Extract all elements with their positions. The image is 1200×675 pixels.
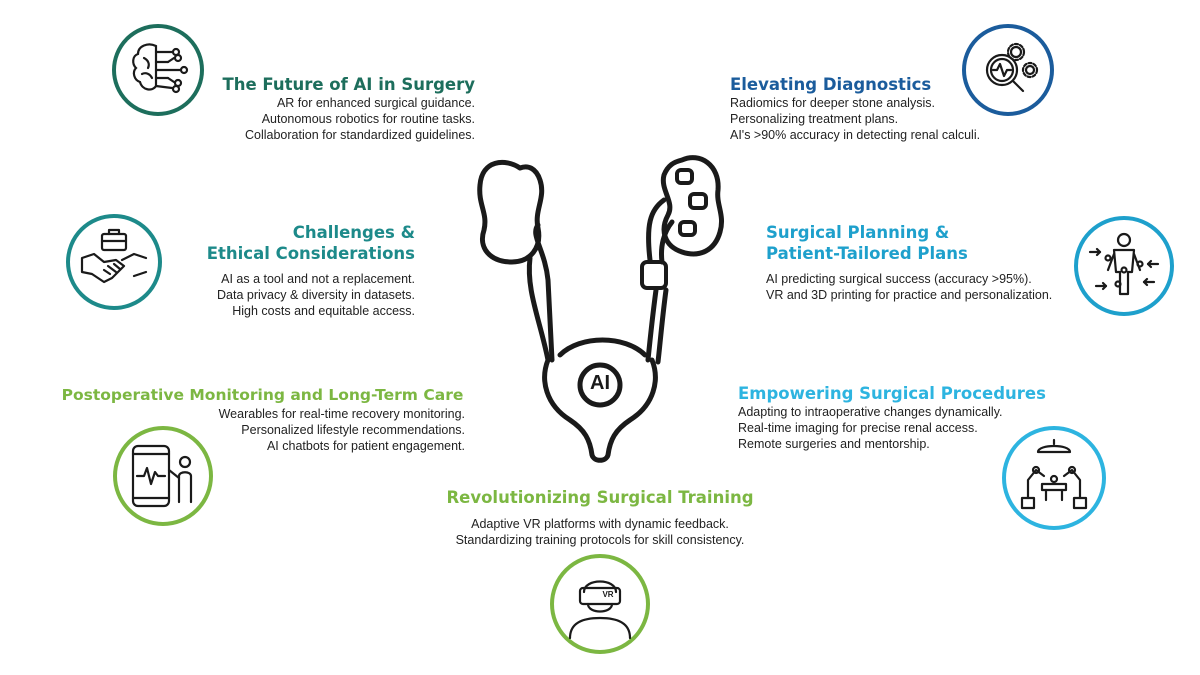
planning-title-line: Surgical Planning &	[766, 223, 950, 242]
patient-targeting-icon	[1074, 216, 1174, 316]
section-postop: Postoperative Monitoring and Long-Term C…	[60, 385, 465, 454]
vr-icon-label: VR	[602, 590, 614, 599]
future-line: Collaboration for standardized guideline…	[244, 128, 475, 142]
left-kidney-shape	[477, 159, 545, 265]
future-line: Autonomous robotics for routine tasks.	[261, 112, 475, 126]
right-ureter	[646, 197, 667, 263]
brain-circuit-icon	[112, 24, 204, 116]
section-training: Revolutionizing Surgical Training Adapti…	[440, 487, 760, 548]
postop-line: Personalized lifestyle recommendations.	[241, 423, 465, 437]
planning-line: AI predicting surgical success (accuracy…	[766, 272, 1032, 286]
future-title: The Future of AI in Surgery	[222, 75, 475, 94]
kidney-stone	[688, 192, 708, 210]
magnifier-gears-icon	[962, 24, 1054, 116]
bladder-shape	[542, 357, 658, 463]
section-challenges: Challenges & Ethical Considerations AI a…	[175, 222, 415, 319]
phone-heartbeat-person-icon	[113, 426, 213, 526]
postop-title: Postoperative Monitoring and Long-Term C…	[61, 386, 464, 404]
procedures-line: Adapting to intraoperative changes dynam…	[738, 405, 1003, 419]
planning-title-line: Patient-Tailored Plans	[766, 244, 968, 263]
diagnostics-line: Radiomics for deeper stone analysis.	[730, 96, 935, 110]
challenges-title-line: Ethical Considerations	[206, 244, 415, 263]
diagnostics-line: AI's >90% accuracy in detecting renal ca…	[730, 128, 981, 142]
bladder-ai-circle	[577, 362, 623, 408]
handshake-briefcase-icon	[66, 214, 162, 310]
challenges-title-line: Challenges &	[292, 223, 415, 242]
ureter-stone	[640, 260, 668, 290]
section-procedures: Empowering Surgical Procedures Adapting …	[738, 383, 1048, 452]
left-ureter	[533, 222, 555, 363]
postop-line: Wearables for real-time recovery monitor…	[218, 407, 465, 421]
procedures-line: Real-time imaging for precise renal acce…	[738, 421, 978, 435]
procedures-title: Empowering Surgical Procedures	[738, 384, 1046, 403]
training-title: Revolutionizing Surgical Training	[446, 488, 754, 507]
robotic-surgery-icon	[1002, 426, 1106, 530]
planning-line: VR and 3D printing for practice and pers…	[766, 288, 1053, 302]
kidney-stone	[675, 168, 694, 185]
procedures-line: Remote surgeries and mentorship.	[738, 437, 930, 451]
vr-headset-person-icon	[550, 554, 650, 654]
center-ai-label: AI	[590, 372, 610, 394]
training-line: Standardizing training protocols for ski…	[455, 533, 745, 547]
challenges-line: High costs and equitable access.	[232, 304, 415, 318]
diagnostics-line: Personalizing treatment plans.	[730, 112, 899, 126]
right-kidney-shape	[660, 155, 725, 257]
section-diagnostics: Elevating Diagnostics Radiomics for deep…	[730, 74, 1020, 143]
challenges-line: AI as a tool and not a replacement.	[221, 272, 415, 286]
future-line: AR for enhanced surgical guidance.	[276, 96, 475, 110]
section-planning: Surgical Planning & Patient-Tailored Pla…	[766, 222, 1076, 303]
diagnostics-title: Elevating Diagnostics	[730, 75, 932, 94]
training-line: Adaptive VR platforms with dynamic feedb…	[471, 517, 729, 531]
kidney-stone	[678, 220, 697, 237]
section-future-of-ai: The Future of AI in Surgery AR for enhan…	[190, 74, 475, 143]
postop-line: AI chatbots for patient engagement.	[266, 439, 465, 453]
challenges-line: Data privacy & diversity in datasets.	[217, 288, 415, 302]
